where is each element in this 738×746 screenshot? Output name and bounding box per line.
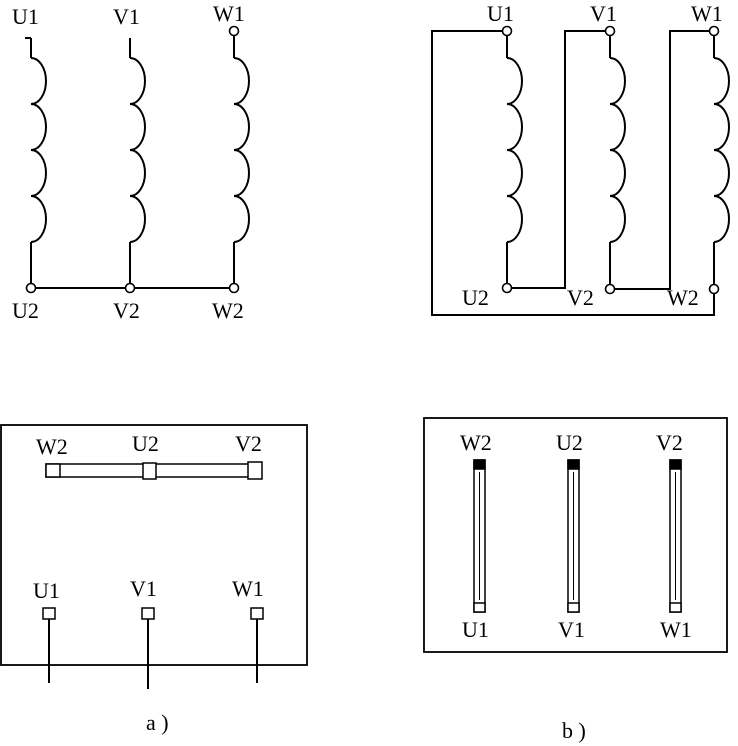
label-v2: V2 [235,431,262,456]
label-w2: W2 [667,285,699,310]
w2-to-u1-wire [431,30,715,316]
v1-terminal [604,25,616,37]
label-v1: V1 [130,576,157,601]
w1-terminal [228,25,240,37]
u2-terminal [25,282,37,294]
label-u2: U2 [132,431,159,456]
delta-terminal-box: W2 U2 V2 U1 V1 W1 [423,417,728,653]
u1-bolt [473,602,486,613]
label-u2: U2 [556,430,583,455]
terminal-box-frame [423,417,728,653]
w2-bolt [45,463,61,478]
label-u1: U1 [487,1,514,26]
label-u1: U1 [33,578,60,603]
label-u2: U2 [12,298,39,323]
u1-bolt [42,607,56,620]
v2-to-w1-wire [614,30,710,290]
label-v2: V2 [113,298,140,323]
caption-a: a ) [146,710,169,735]
label-w1: W1 [660,617,692,642]
label-w1: W1 [691,1,723,26]
w1-bolt [250,607,264,620]
u-coil [30,57,47,243]
label-v2: V2 [656,430,683,455]
w2-terminal [708,283,720,295]
w2-bolt [473,459,486,470]
caption-b: b ) [562,718,586,743]
u1-terminal [501,25,513,37]
v2-terminal [124,282,136,294]
label-u1: U1 [462,617,489,642]
label-w2: W2 [36,434,68,459]
v2-bolt [247,461,263,480]
v2-bolt [669,459,682,470]
label-u2: U2 [462,285,489,310]
terminal-box-frame [0,424,308,666]
label-v1: V1 [558,617,585,642]
w2-terminal [228,282,240,294]
star-winding-schematic: U1 V1 W1 U2 V2 W2 [12,1,250,323]
u2-to-v1-wire [511,30,606,289]
label-w2: W2 [460,430,492,455]
label-w1: W1 [232,576,264,601]
star-terminal-box: W2 U2 V2 U1 V1 W1 [0,424,308,689]
v1-bolt [141,607,155,620]
u-coil [506,57,523,243]
label-v1: V1 [590,1,617,26]
v-coil [609,57,626,243]
v2-terminal [604,283,616,295]
w1-bolt [669,602,682,613]
w1-terminal [708,25,720,37]
label-v2: V2 [567,285,594,310]
label-u1: U1 [12,4,39,29]
w-coil [713,57,730,243]
label-w2: W2 [212,298,244,323]
delta-winding-schematic: U1 V1 W1 U2 V2 W2 [431,1,730,316]
label-w1: W1 [213,1,245,26]
v1-bolt [567,602,580,613]
u2-bolt [567,459,580,470]
v-coil [129,57,146,243]
u2-terminal [501,282,513,294]
u2-bolt [142,462,157,480]
w-coil [233,57,250,243]
label-v1: V1 [113,4,140,29]
